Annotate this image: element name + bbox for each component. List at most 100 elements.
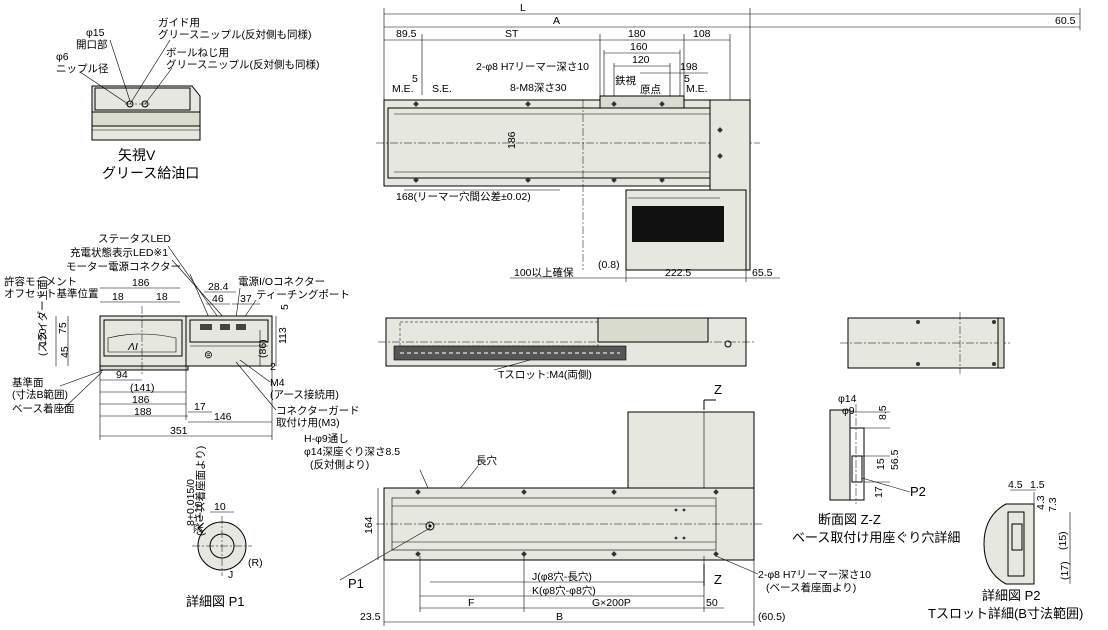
dim-K: K(φ8穴-φ8穴) bbox=[532, 584, 596, 597]
label-m8: 8-M8深さ30 bbox=[510, 82, 567, 94]
dim-164: 164 bbox=[363, 516, 375, 534]
zz-dim-8-5: 8.5 bbox=[877, 405, 889, 420]
dim-94: 94 bbox=[116, 369, 128, 381]
label-reamer-top: 2-φ8 H7リーマー深さ10 bbox=[476, 61, 589, 73]
p1-tol: 8+0.015/0 bbox=[185, 479, 197, 526]
dim-2: 2 bbox=[270, 361, 276, 373]
label-power: 電源I/Oコネクター bbox=[238, 275, 325, 288]
dim-141: (141) bbox=[130, 382, 155, 394]
label-earth: (アース接続用) bbox=[270, 388, 339, 401]
front-view: Tスロット:M4(両側) bbox=[378, 317, 754, 381]
dim-60-5-bottom: (60.5) bbox=[758, 611, 785, 623]
p2-dim-4-3: 4.3 bbox=[1035, 495, 1047, 510]
dim-5-side: 5 bbox=[279, 304, 291, 310]
end-view bbox=[840, 312, 1010, 374]
label-charge: 充電状態表示LED※1 bbox=[70, 246, 168, 259]
zz-p2: P2 bbox=[910, 484, 926, 499]
dim-186-side: 186 bbox=[132, 277, 150, 289]
detail-p2: 4.5 1.5 4.3 7.3 (15) (17) 詳細図 P2 Tスロット詳細… bbox=[928, 479, 1083, 621]
label-se: S.E. bbox=[432, 83, 452, 95]
dim-108: 108 bbox=[693, 28, 711, 40]
p1-txt-1: (ベース着座面より) bbox=[194, 446, 207, 536]
label-m4: M4 bbox=[270, 377, 285, 389]
p1-txt-2: 深さ10 bbox=[193, 501, 205, 534]
label-phi6: φ6 bbox=[56, 51, 69, 63]
dim-G: G×200P bbox=[592, 597, 631, 609]
label-reamer-bottom: 2-φ8 H7リーマー深さ10 bbox=[758, 569, 871, 581]
label-me-left: M.E. bbox=[392, 83, 414, 95]
dim-18a: 18 bbox=[112, 291, 124, 303]
dim-0-8: (0.8) bbox=[598, 259, 620, 271]
view-v: φ15 開口部 φ6 ニップル径 ガイド用 グリースニップル(反対側も同様) ボ… bbox=[56, 17, 319, 181]
dim-37: 37 bbox=[240, 293, 252, 305]
view-v-title: 矢視V bbox=[118, 147, 156, 163]
dim-5-left: 5 bbox=[412, 73, 418, 85]
dim-B: B bbox=[556, 611, 563, 623]
dim-113: 113 bbox=[277, 327, 289, 344]
dim-45: 45 bbox=[59, 346, 71, 358]
dim-100: 100以上確保 bbox=[514, 266, 574, 279]
dim-160: 160 bbox=[630, 41, 648, 53]
p2-dim-1-5: 1.5 bbox=[1030, 479, 1045, 491]
label-nipple-kei: ニップル径 bbox=[56, 62, 109, 75]
label-motor: モーター電源コネクター bbox=[66, 260, 181, 273]
dim-168: 168(リーマー穴間公差±0.02) bbox=[396, 190, 531, 203]
detail-p2-subtitle: Tスロット詳細(B寸法範囲) bbox=[928, 606, 1083, 621]
label-kaikou: 開口部 bbox=[76, 38, 108, 51]
dim-186b: 186 bbox=[132, 394, 150, 406]
label-tslot: Tスロット:M4(両側) bbox=[498, 368, 592, 381]
label-status: ステータスLED bbox=[98, 233, 171, 245]
p1-j: J bbox=[228, 569, 233, 581]
label-ball-1: ボールねじ用 bbox=[166, 47, 229, 59]
label-ball-2: グリースニップル(反対側も同様) bbox=[166, 58, 319, 71]
label-allow-1: 許容モーメント bbox=[4, 275, 77, 288]
dim-120: 120 bbox=[632, 54, 650, 66]
zz-phi9: φ9 bbox=[842, 405, 855, 417]
dim-222-5: 222.5 bbox=[665, 267, 691, 279]
label-h14: φ14深座ぐり深さ8.5 bbox=[304, 445, 400, 458]
label-h14b: (反対側より) bbox=[310, 458, 369, 471]
bottom-view: H-φ9通し φ14深座ぐり深さ8.5 (反対側より) 長穴 Z bbox=[304, 382, 871, 626]
label-guide-2: グリースニップル(反対側も同様) bbox=[158, 28, 311, 41]
zz-dim-15: 15 bbox=[875, 458, 887, 470]
p2-dim-4-5: 4.5 bbox=[1008, 479, 1023, 491]
top-view: L A 60.5 89.5 ST 180 108 160 120 198 5 5… bbox=[376, 2, 1081, 282]
label-teach: ティーチングポート bbox=[256, 288, 350, 301]
dim-60-5: 60.5 bbox=[1055, 15, 1076, 27]
zz-phi14: φ14 bbox=[838, 393, 857, 405]
label-guide-1: ガイド用 bbox=[158, 17, 200, 29]
dim-18b: 18 bbox=[156, 291, 168, 303]
dim-180: 180 bbox=[628, 28, 646, 40]
label-guard-1: コネクターガード bbox=[276, 405, 360, 417]
dim-23-5: 23.5 bbox=[360, 611, 381, 623]
label-slider-top: (スライダー上面) bbox=[36, 276, 49, 356]
label-allow-2: オフセット基準位置 bbox=[4, 287, 99, 300]
dim-198: 198 bbox=[680, 61, 698, 73]
dim-46: 46 bbox=[212, 293, 224, 305]
label-long-hole: 長穴 bbox=[476, 454, 497, 467]
dim-351: 351 bbox=[170, 425, 188, 437]
dim-L: L bbox=[520, 2, 526, 14]
dim-J: J(φ8穴-長穴) bbox=[532, 570, 592, 583]
zz-dim-17: 17 bbox=[873, 486, 885, 498]
label-phi15: φ15 bbox=[86, 27, 105, 39]
p2-dim-15: (15) bbox=[1057, 531, 1069, 550]
dim-120-side: 120 bbox=[37, 328, 49, 346]
dim-28-4: 28.4 bbox=[208, 281, 229, 293]
zz-dim-56-5: 56.5 bbox=[889, 449, 901, 470]
detail-p2-title: 詳細図 P2 bbox=[982, 588, 1041, 603]
dim-50: 50 bbox=[706, 597, 718, 609]
dim-65-5: 65.5 bbox=[752, 267, 773, 279]
label-me-right: M.E. bbox=[686, 83, 708, 95]
svg-text:ΛΙ: ΛΙ bbox=[127, 341, 138, 353]
label-guard-2: 取付け用(M3) bbox=[276, 416, 340, 429]
label-h9: H-φ9通し bbox=[304, 433, 349, 445]
svg-text:⊜: ⊜ bbox=[204, 349, 213, 361]
label-z-bottom: Z bbox=[714, 572, 722, 587]
label-p1: P1 bbox=[348, 576, 364, 591]
dim-A: A bbox=[553, 15, 560, 27]
dim-86: (86) bbox=[257, 339, 269, 358]
side-view: ステータスLED 充電状態表示LED※1 モーター電源コネクター 許容モーメント… bbox=[4, 233, 360, 440]
